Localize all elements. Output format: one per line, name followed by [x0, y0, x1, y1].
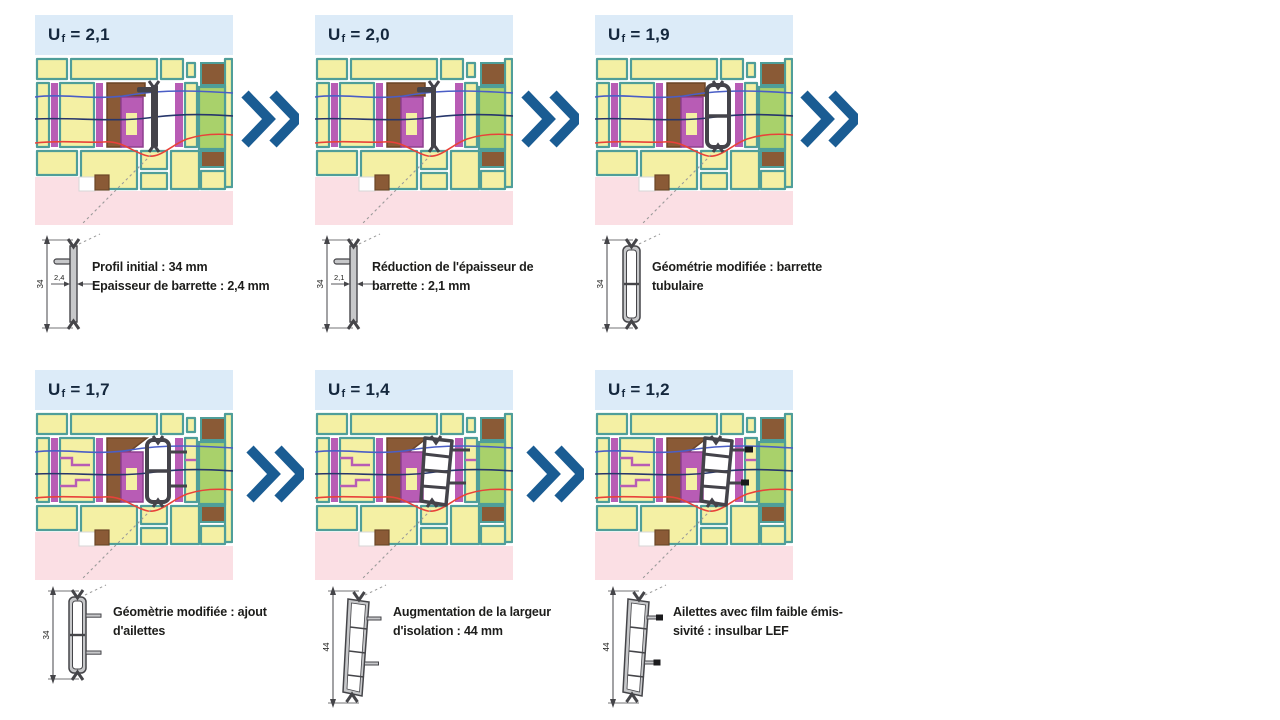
description-line: d'isolation : 44 mm: [393, 624, 503, 638]
uf-subscript: f: [61, 33, 66, 45]
frame-cross-section: [595, 412, 793, 580]
profile-drawing: 342,1: [317, 233, 381, 333]
uf-equals: =: [70, 25, 81, 44]
profile-drawing: 342,4: [37, 233, 101, 333]
svg-text:2,4: 2,4: [54, 273, 64, 282]
description-line: Profil initial : 34 mm: [92, 260, 208, 274]
svg-text:44: 44: [323, 642, 331, 651]
profile-description: Ailettes avec film faible émis- sivité :…: [673, 603, 873, 641]
uf-value: 1,2: [645, 380, 670, 399]
double-chevron-icon: [241, 88, 304, 150]
uf-equals: =: [630, 25, 641, 44]
uf-symbol: U: [328, 380, 341, 399]
uf-value: 1,7: [85, 380, 110, 399]
description-line: Epaisseur de barrette : 2,4 mm: [92, 279, 270, 293]
description-line: d'ailettes: [113, 624, 166, 638]
uf-symbol: U: [48, 25, 61, 44]
description-line: Augmentation de la largeur: [393, 605, 551, 619]
svg-text:34: 34: [43, 630, 51, 639]
uf-subscript: f: [341, 33, 346, 45]
double-chevron-icon: [526, 443, 589, 505]
description-line: tubulaire: [652, 279, 704, 293]
frame-cross-section: [315, 57, 513, 225]
uf-subscript: f: [341, 388, 346, 400]
svg-text:44: 44: [603, 642, 611, 651]
double-chevron-icon: [246, 443, 309, 505]
uf-symbol: U: [608, 380, 621, 399]
description-line: sivité : insulbar LEF: [673, 624, 789, 638]
svg-text:34: 34: [597, 279, 605, 288]
description-line: barrette : 2,1 mm: [372, 279, 471, 293]
uf-equals: =: [630, 380, 641, 399]
description-line: Géométrie modifiée : barrette: [652, 260, 823, 274]
profile-description: Géomètrie modifiée : ajout d'ailettes: [113, 603, 313, 641]
frame-cross-section: [35, 412, 233, 580]
uf-value: 2,1: [85, 25, 110, 44]
double-chevron-icon: [521, 88, 584, 150]
description-line: Réduction de l'épaisseur de: [372, 260, 534, 274]
frame-cross-section: [35, 57, 233, 225]
profile-description: Réduction de l'épaisseur de barrette : 2…: [372, 258, 572, 296]
description-line: Géomètrie modifiée : ajout: [113, 605, 267, 619]
profile-description: Géométrie modifiée : barrette tubulaire: [652, 258, 852, 296]
profile-drawing: 34: [597, 233, 661, 333]
description-line: Ailettes avec film faible émis-: [673, 605, 843, 619]
profile-drawing: 34: [43, 584, 107, 684]
svg-text:34: 34: [37, 279, 45, 288]
svg-text:2,1: 2,1: [334, 273, 344, 282]
uf-symbol: U: [328, 25, 341, 44]
uf-value: 1,9: [645, 25, 670, 44]
uf-value: 1,4: [365, 380, 390, 399]
uf-subscript: f: [621, 33, 626, 45]
uf-equals: =: [70, 380, 81, 399]
double-chevron-icon: [800, 88, 863, 150]
uf-value: 2,0: [365, 25, 390, 44]
uf-subscript: f: [621, 388, 626, 400]
svg-text:34: 34: [317, 279, 325, 288]
uf-equals: =: [350, 380, 361, 399]
uf-symbol: U: [48, 380, 61, 399]
uf-equals: =: [350, 25, 361, 44]
profile-description: Profil initial : 34 mm Epaisseur de barr…: [92, 258, 292, 296]
uf-symbol: U: [608, 25, 621, 44]
profile-drawing: 44: [323, 584, 387, 708]
frame-cross-section: [595, 57, 793, 225]
frame-cross-section: [315, 412, 513, 580]
profile-drawing: 44: [603, 584, 667, 708]
profile-description: Augmentation de la largeur d'isolation :…: [393, 603, 593, 641]
uf-subscript: f: [61, 388, 66, 400]
